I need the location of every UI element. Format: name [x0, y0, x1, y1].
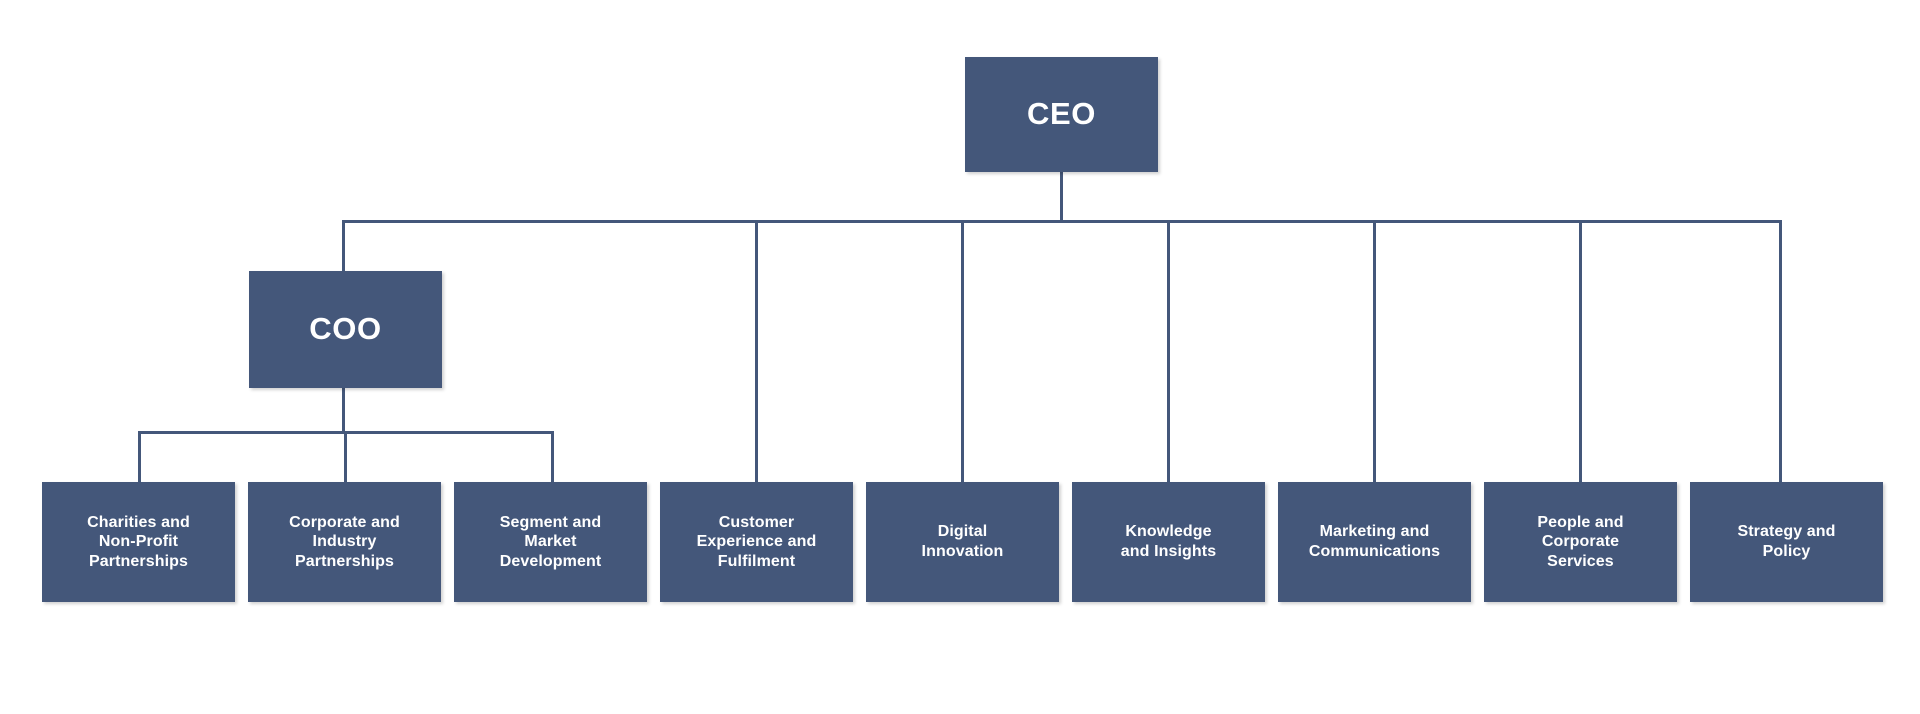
connector-drop-segment-market-development [551, 431, 554, 482]
connector-drop-customer-experience-fulfilment [755, 220, 758, 482]
node-label: Segment and Market Development [499, 513, 602, 570]
node-corporate-industry-partnerships[interactable]: Corporate and Industry Partnerships [248, 482, 441, 602]
connector-drop-people-corporate-services [1579, 220, 1582, 482]
node-coo[interactable]: COO [249, 271, 442, 388]
connector-drop-marketing-communications [1373, 220, 1376, 482]
node-customer-experience-fulfilment[interactable]: Customer Experience and Fulfilment [660, 482, 853, 602]
node-people-corporate-services[interactable]: People and Corporate Services [1484, 482, 1677, 602]
connector-coo-stem-top [342, 220, 345, 272]
node-strategy-policy[interactable]: Strategy and Policy [1690, 482, 1883, 602]
connector-drop-strategy-policy [1779, 220, 1782, 482]
node-label: Corporate and Industry Partnerships [289, 513, 400, 570]
connector-ceo-horizontal-bus [342, 220, 1782, 223]
node-charities-non-profit-partnerships[interactable]: Charities and Non-Profit Partnerships [42, 482, 235, 602]
connector-ceo-stem [1060, 172, 1063, 222]
connector-drop-charities-non-profit-partnerships [138, 431, 141, 482]
node-ceo-label: CEO [1027, 96, 1096, 132]
node-knowledge-insights[interactable]: Knowledge and Insights [1072, 482, 1265, 602]
node-label: Customer Experience and Fulfilment [696, 513, 817, 570]
node-marketing-communications[interactable]: Marketing and Communications [1278, 482, 1471, 602]
node-label: Charities and Non-Profit Partnerships [87, 513, 190, 570]
node-ceo[interactable]: CEO [965, 57, 1158, 172]
connector-coo-stem-bottom [342, 388, 345, 434]
connector-drop-knowledge-insights [1167, 220, 1170, 482]
connector-drop-corporate-industry-partnerships [344, 431, 347, 482]
node-label: Strategy and Policy [1737, 523, 1836, 560]
node-coo-label: COO [309, 311, 382, 347]
node-label: Digital Innovation [921, 523, 1004, 560]
node-label: Knowledge and Insights [1120, 523, 1217, 560]
node-digital-innovation[interactable]: Digital Innovation [866, 482, 1059, 602]
connector-drop-digital-innovation [961, 220, 964, 482]
node-label: People and Corporate Services [1537, 513, 1624, 570]
node-segment-market-development[interactable]: Segment and Market Development [454, 482, 647, 602]
node-label: Marketing and Communications [1308, 523, 1441, 560]
